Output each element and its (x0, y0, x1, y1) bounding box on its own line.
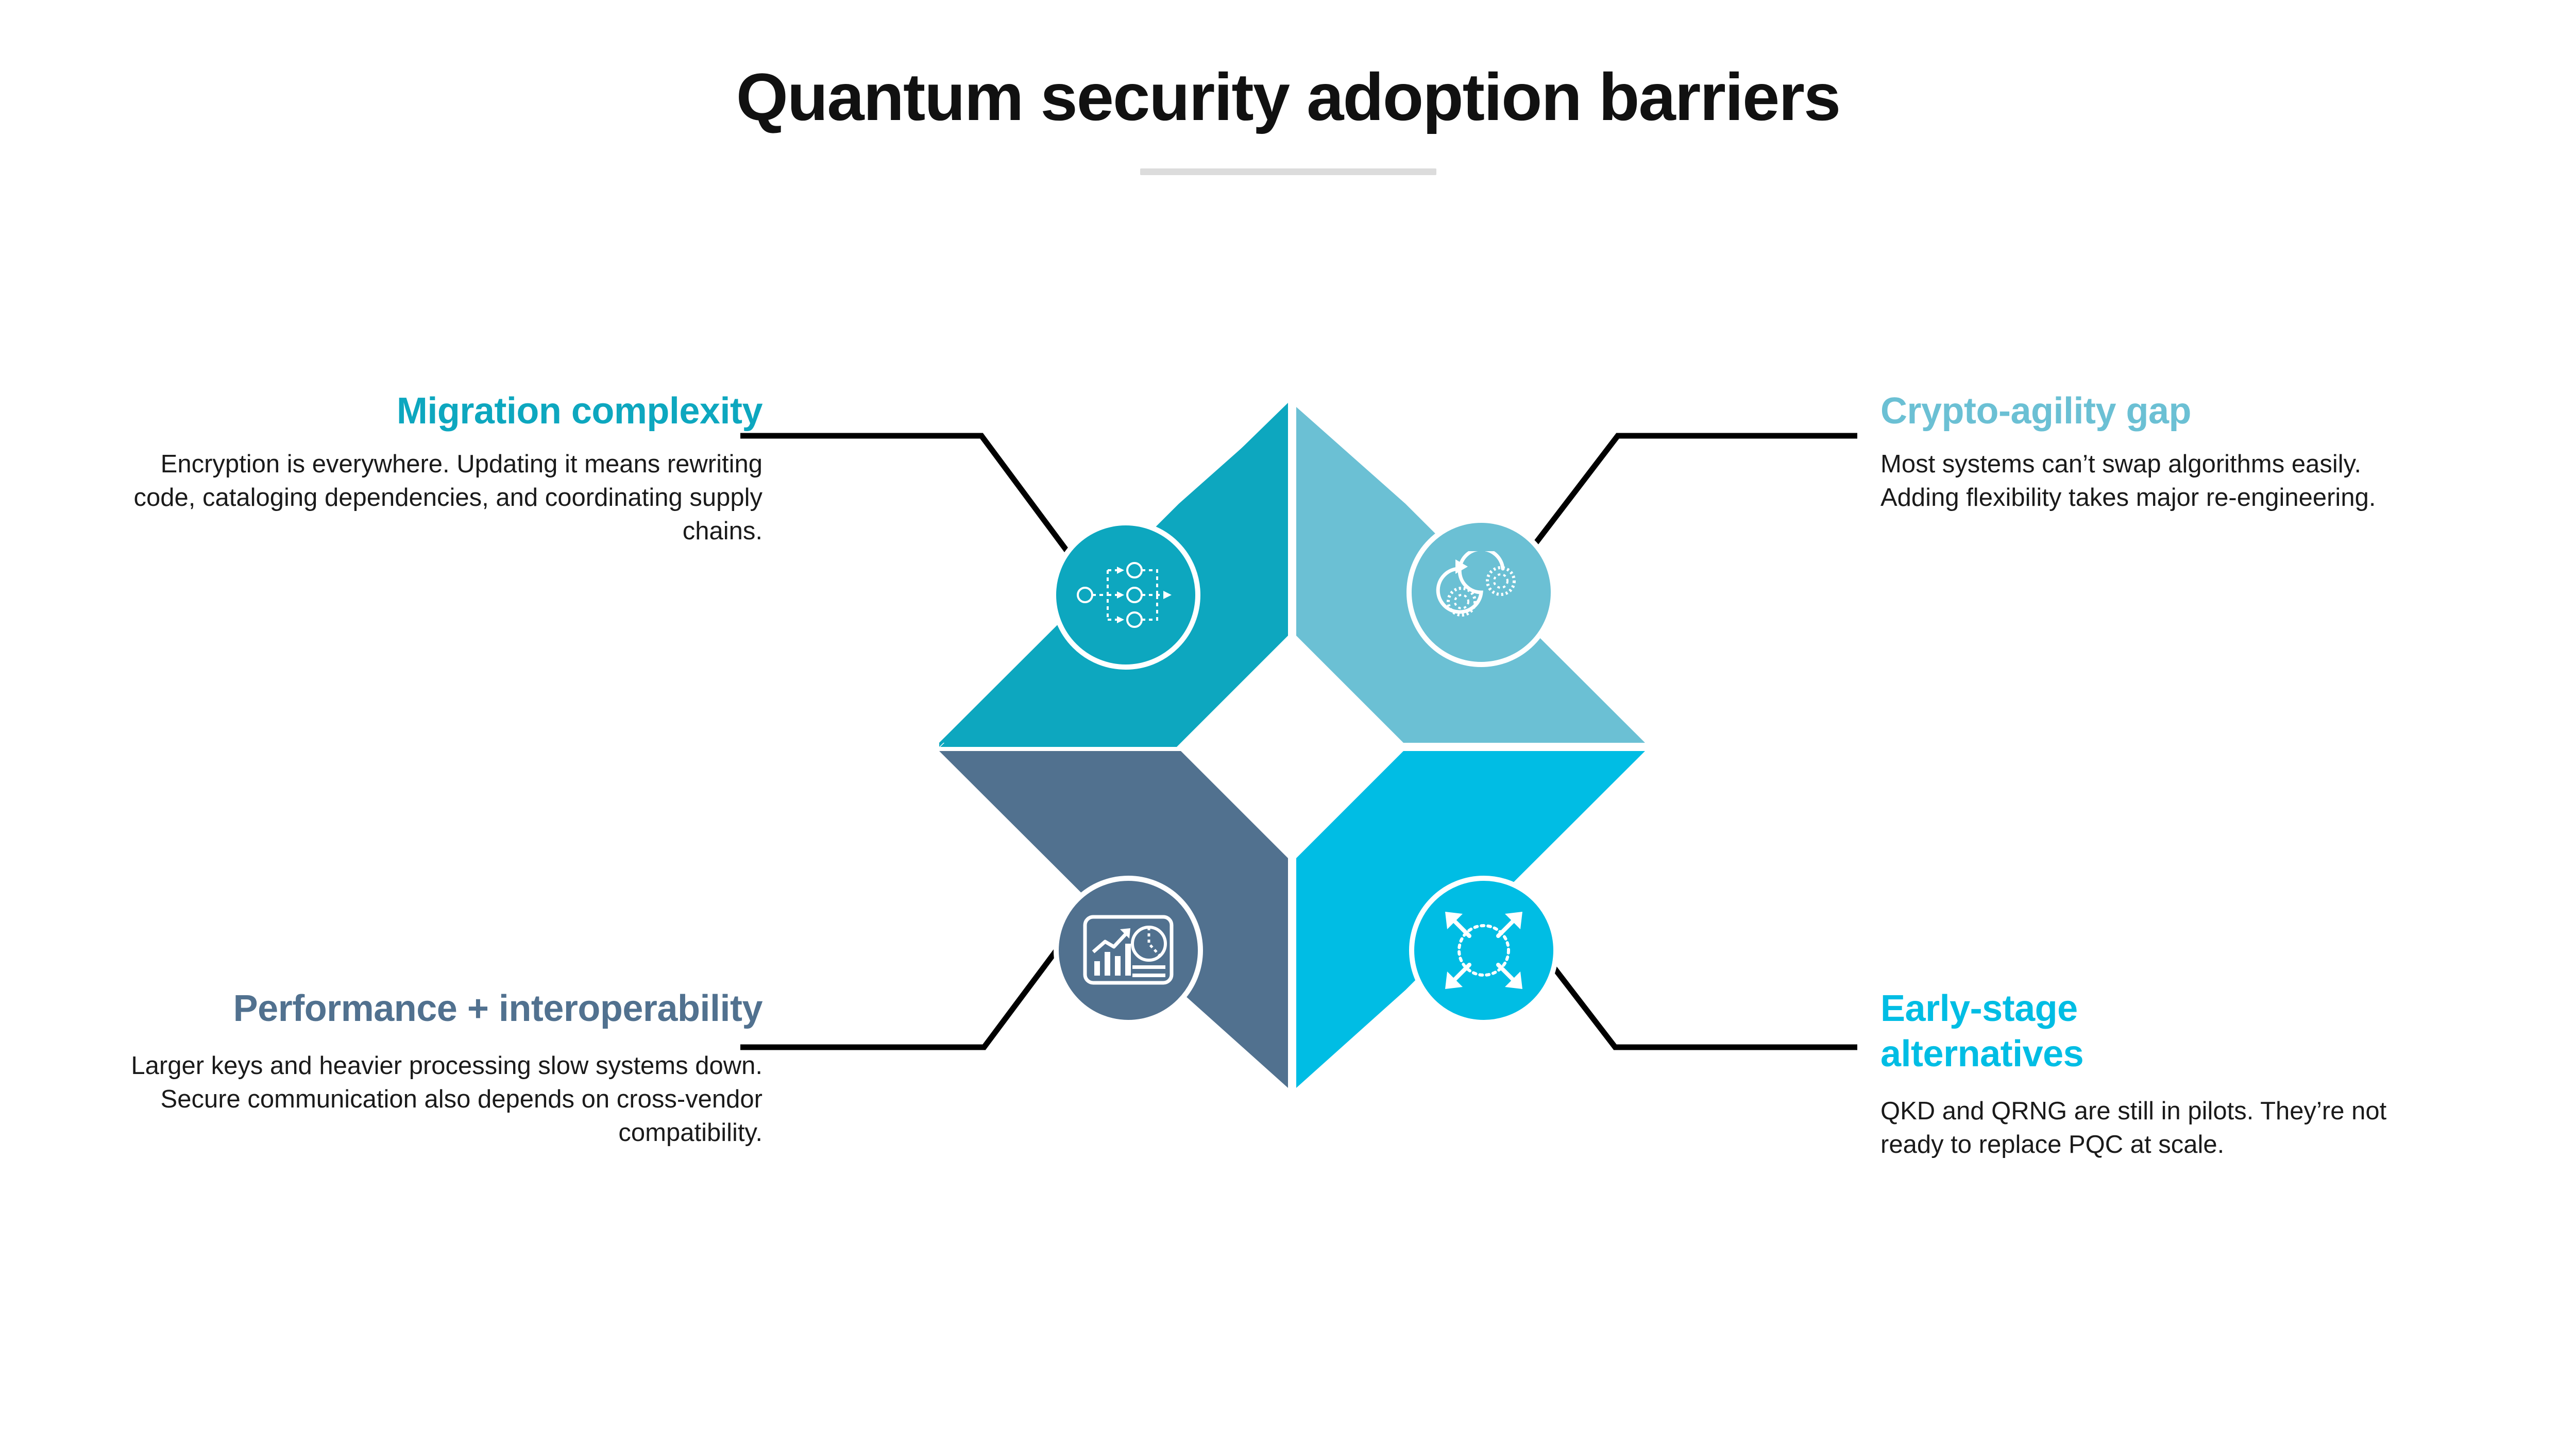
analytics-dashboard-icon (1083, 915, 1174, 985)
quadrant-text-early-stage-alternatives: Early-stage alternatives QKD and QRNG ar… (1880, 986, 2550, 1162)
quadrant-text-crypto-agility-gap: Crypto-agility gap Most systems can’t sw… (1880, 389, 2550, 515)
body-early-stage-alternatives: QKD and QRNG are still in pilots. They’r… (1880, 1097, 2387, 1158)
center-diamond-hole (1177, 632, 1408, 862)
expand-arrows-icon (1445, 912, 1522, 989)
quadrant-text-migration-complexity: Migration complexity Encryption is every… (93, 389, 763, 548)
heading-early-stage-alternatives: Early-stage alternatives (1880, 988, 2084, 1075)
quadrant-text-performance-interoperability: Performance + interoperability Larger ke… (93, 986, 762, 1150)
page-title: Quantum security adoption barriers (736, 59, 1841, 134)
icon-circle-early-stage-alternatives (1409, 876, 1558, 1025)
body-migration-complexity: Encryption is everywhere. Updating it me… (133, 450, 762, 545)
quadrant-star-diagram (939, 403, 1645, 1088)
heading-performance-interoperability: Performance + interoperability (233, 988, 763, 1029)
heading-migration-complexity: Migration complexity (396, 390, 763, 432)
icon-circle-crypto-agility-gap (1406, 518, 1556, 667)
body-performance-interoperability: Larger keys and heavier processing slow … (131, 1051, 762, 1147)
title-divider (1140, 168, 1436, 175)
icon-circle-migration-complexity (1051, 520, 1200, 670)
title-block: Quantum security adoption barriers (0, 62, 2576, 175)
body-crypto-agility-gap: Most systems can’t swap algorithms easil… (1880, 450, 2376, 512)
branching-flow-icon (1077, 562, 1172, 628)
icon-circle-performance-interoperability (1054, 876, 1203, 1025)
heading-crypto-agility-gap: Crypto-agility gap (1880, 390, 2192, 432)
gear-loop-icon (1436, 551, 1516, 617)
